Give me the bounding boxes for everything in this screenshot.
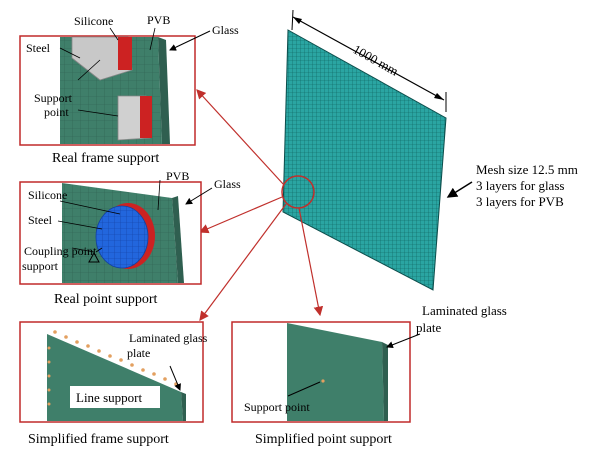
laminated-right-label: Laminated glass plate [416,303,510,335]
glass-label-mid: Glass [214,177,241,191]
real-frame-support-panel: Silicone PVB Steel Support point [19,13,196,146]
simplified-frame-caption: Simplified frame support [28,432,169,447]
dimension-arrow [291,9,447,112]
laminated-sf-label: Laminated glass plate [127,331,210,360]
coupling-point-label: Coupling point support [22,244,99,273]
layers-glass-label: 3 layers for glass [476,178,564,193]
line-support-markers [47,330,178,406]
silicone-label-mid: Silicone [28,188,67,202]
silicone-label-top: Silicone [74,14,113,28]
simplified-point-support-panel: Support point [231,321,411,423]
mesh-plate [282,29,447,291]
support-point-sp-label: Support point [244,400,310,414]
zoom-circle [281,175,315,209]
mesh-description: Mesh size 12.5 mm 3 layers for glass 3 l… [446,162,578,209]
pvb-label-mid: PVB [166,169,189,183]
layers-pvb-label: 3 layers for PVB [476,194,564,209]
detail-arrows [196,89,324,321]
simplified-point-caption: Simplified point support [255,432,392,447]
glass-label-top: Glass [212,23,239,37]
real-point-caption: Real point support [54,292,158,307]
steel-label-top: Steel [26,41,51,55]
steel-label-mid: Steel [28,213,53,227]
pvb-label-top: PVB [147,13,170,27]
real-point-support-panel: Silicone Steel Coupling point support [19,179,202,285]
line-support-label: Line support [76,390,142,405]
mesh-size-label: Mesh size 12.5 mm [476,162,578,177]
support-point-label: Support point [34,91,75,119]
simplified-frame-support-panel: Line support Laminated glass plate [19,321,210,423]
real-frame-caption: Real frame support [52,151,159,166]
